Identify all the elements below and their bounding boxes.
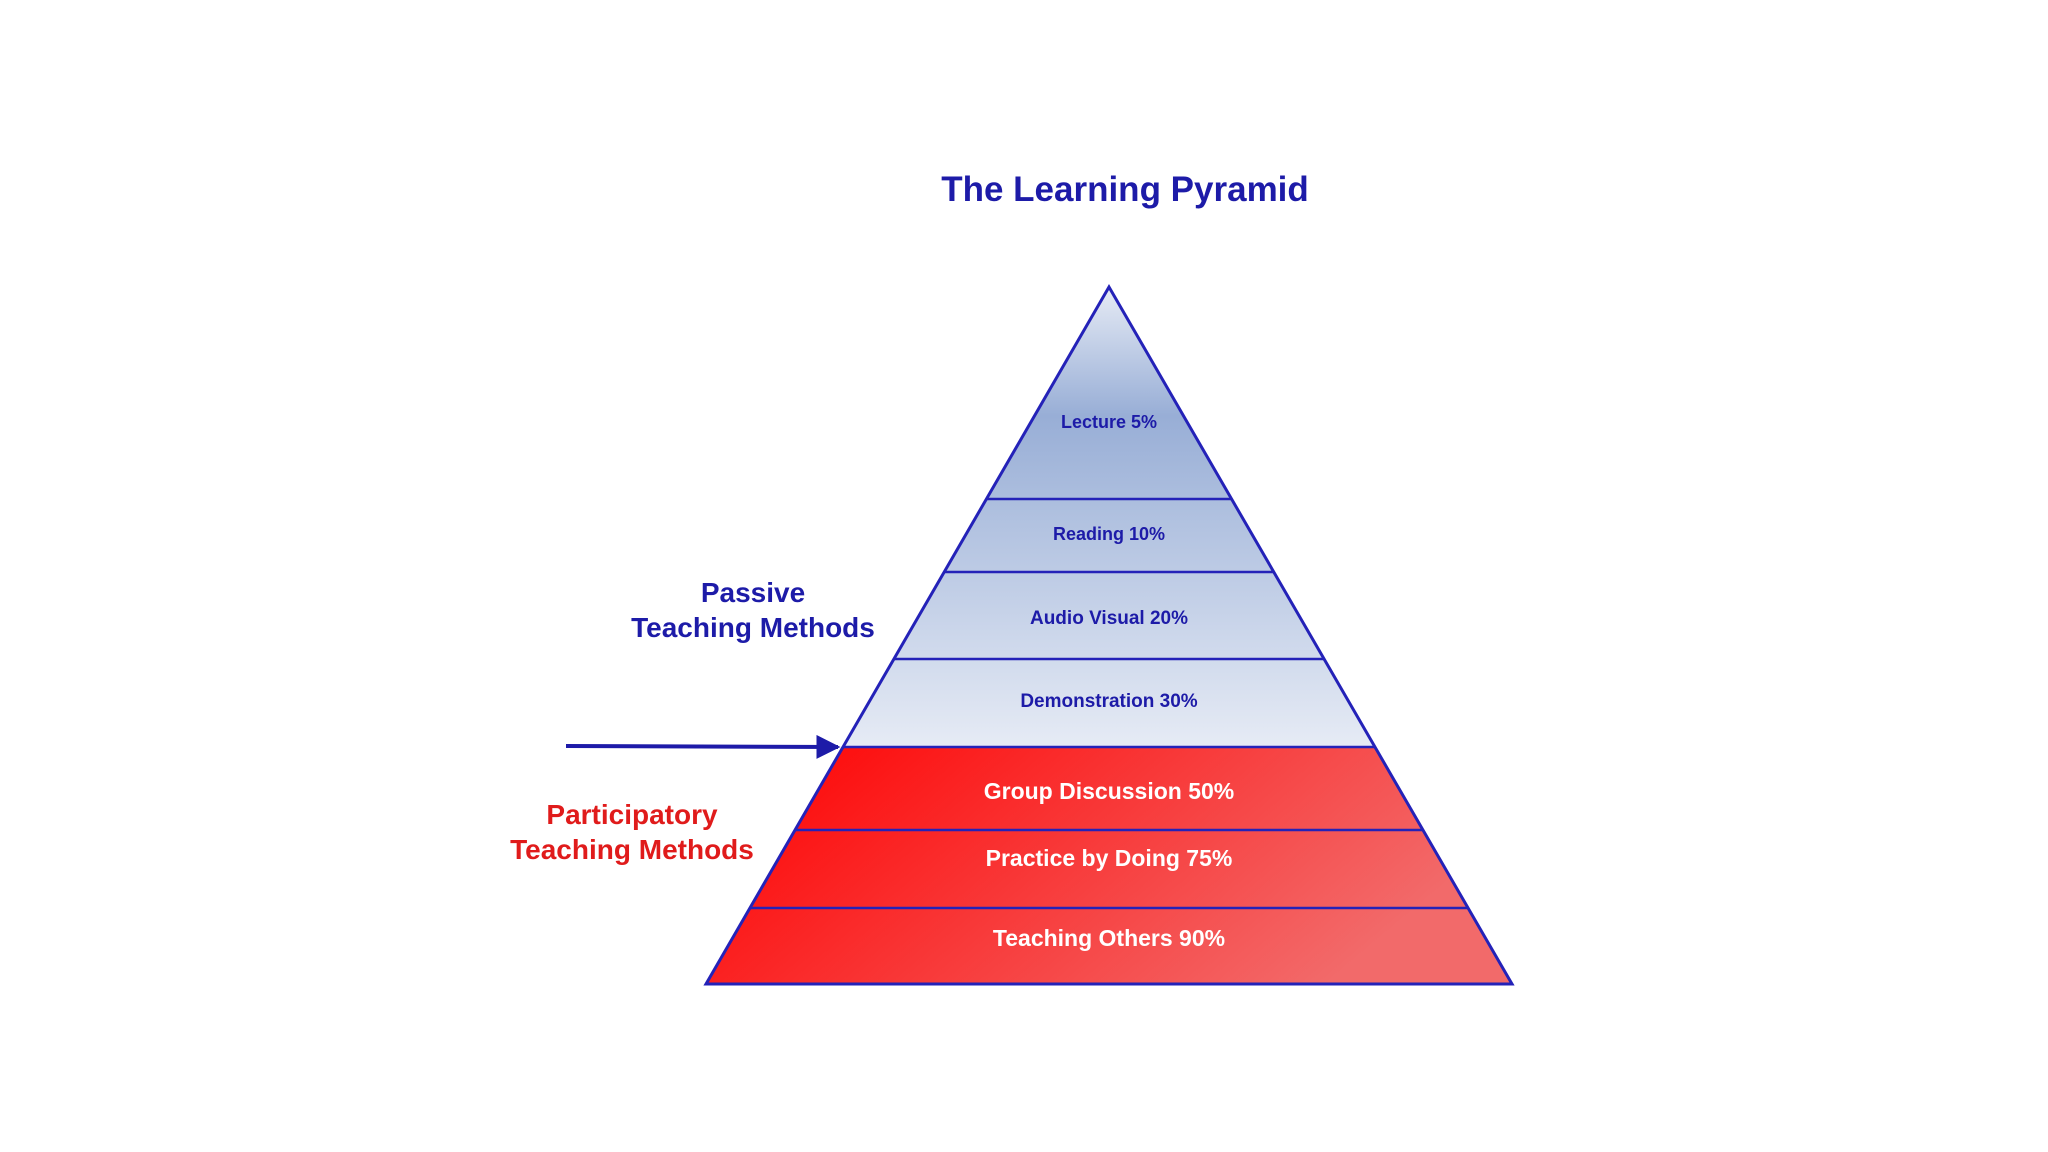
divider-arrow (565, 734, 841, 759)
tier-label: Practice by Doing 75% (986, 845, 1233, 871)
passive-group-label-line2: Teaching Methods (631, 612, 875, 643)
participatory-group-label-line2: Teaching Methods (510, 834, 754, 865)
tier-label: Reading 10% (1053, 524, 1165, 544)
passive-group-label-line1: Passive (701, 577, 805, 608)
tier-label: Audio Visual 20% (1030, 608, 1188, 629)
participatory-section-fill (706, 747, 1512, 984)
tier-label: Lecture 5% (1061, 412, 1157, 432)
tier-label: Demonstration 30% (1020, 691, 1197, 712)
pyramid-tiers: Lecture 5% Reading 10% Audio Visual 20% Dem… (703, 284, 1515, 986)
pyramid-outline (703, 284, 1515, 986)
tier-label: Teaching Others 90% (993, 925, 1225, 951)
tier-label: Group Discussion 50% (984, 778, 1235, 804)
page-title: The Learning Pyramid (941, 170, 1309, 209)
participatory-group-label-line1: Participatory (546, 799, 718, 830)
passive-section-fill (843, 287, 1375, 747)
